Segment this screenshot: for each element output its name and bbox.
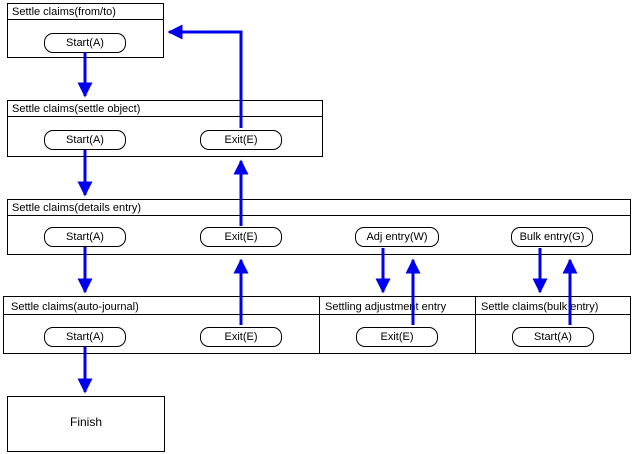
finish-label: Finish	[69, 415, 102, 429]
settle-object-exit-button[interactable]: Exit(E)	[200, 130, 282, 150]
panel-divider	[319, 297, 320, 353]
details-entry-start-button[interactable]: Start(A)	[44, 227, 126, 247]
adj-entry-button[interactable]: Adj entry(W)	[355, 227, 439, 247]
auto-journal-start-button[interactable]: Start(A)	[44, 327, 126, 347]
screen-settle-object-title: Settle claims(settle object)	[12, 103, 141, 115]
settle-object-start-button[interactable]: Start(A)	[44, 130, 126, 150]
screen-bottom-row: Settle claims(auto-journal) Settling adj…	[3, 296, 631, 354]
screen-auto-journal-title: Settle claims(auto-journal)	[11, 301, 139, 313]
panel-divider	[475, 297, 476, 353]
settling-adjustment-exit-button[interactable]: Exit(E)	[356, 327, 438, 347]
screen-bulk-entry-title: Settle claims(bulk entry)	[481, 301, 599, 313]
screen-details-entry: Settle claims(details entry) Start(A) Ex…	[7, 199, 631, 255]
title-divider	[8, 19, 163, 20]
bulk-entry-button[interactable]: Bulk entry(G)	[511, 227, 593, 247]
screen-from-to-title: Settle claims(from/to)	[12, 6, 116, 18]
screen-settling-adjustment-title: Settling adjustment entry	[325, 301, 447, 313]
title-divider	[4, 314, 630, 315]
finish-box: Finish	[7, 396, 165, 452]
title-divider	[8, 116, 322, 117]
screen-from-to: Settle claims(from/to) Start(A)	[7, 3, 164, 58]
screen-settle-object: Settle claims(settle object) Start(A) Ex…	[7, 100, 323, 157]
from-to-start-button[interactable]: Start(A)	[44, 33, 126, 53]
auto-journal-exit-button[interactable]: Exit(E)	[200, 327, 282, 347]
details-entry-exit-button[interactable]: Exit(E)	[200, 227, 282, 247]
title-divider	[8, 215, 630, 216]
screen-details-entry-title: Settle claims(details entry)	[12, 202, 141, 214]
bulk-entry-start-button[interactable]: Start(A)	[512, 327, 594, 347]
